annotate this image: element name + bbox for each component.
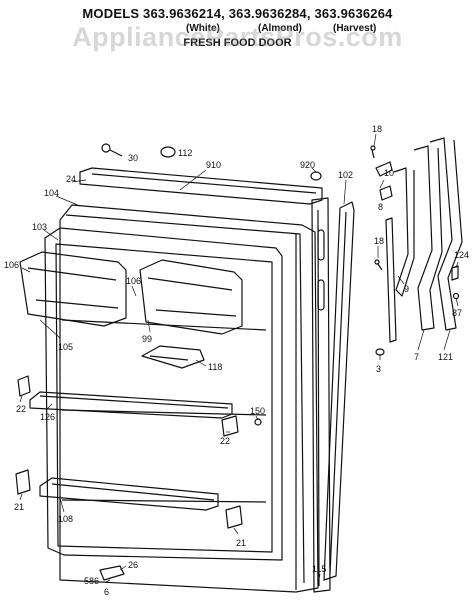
door-outer-panel <box>59 204 319 593</box>
variant-white: (White) <box>186 23 220 34</box>
callout-8: 8 <box>378 202 383 212</box>
callout-22-left: 22 <box>16 404 26 414</box>
variant-almond: (Almond) <box>258 23 302 34</box>
callout-586: 586 <box>84 576 99 586</box>
callout-26: 26 <box>128 560 138 570</box>
egg-tray-118 <box>141 345 205 369</box>
callout-108: 108 <box>58 514 73 524</box>
callout-21-right: 21 <box>236 538 246 548</box>
shelf-bar-126 <box>29 391 233 419</box>
callout-6: 6 <box>104 587 109 597</box>
screw-87 <box>452 292 460 300</box>
callout-106-left: 106 <box>4 260 19 270</box>
callout-labels: 30 112 910 920 18 10 24 104 102 8 103 18… <box>4 124 469 597</box>
plug-112 <box>160 146 176 158</box>
callout-102: 102 <box>338 170 353 180</box>
callout-105: 105 <box>58 342 73 352</box>
callout-124: 124 <box>454 250 469 260</box>
callout-126: 126 <box>40 412 55 422</box>
callout-106-mid: 106 <box>126 276 141 286</box>
shelf-end-caps <box>15 375 243 529</box>
hinge-assembly <box>375 161 397 343</box>
cover-26 <box>99 565 125 581</box>
callout-104: 104 <box>44 188 59 198</box>
dairy-door-right <box>139 259 243 335</box>
plug-920 <box>310 171 322 181</box>
clip-150 <box>254 418 262 426</box>
callout-3: 3 <box>376 364 381 374</box>
vertical-trim-115 <box>311 197 331 593</box>
callout-30: 30 <box>128 153 138 163</box>
variant-harvest: (Harvest) <box>333 23 377 34</box>
leader-lines <box>19 133 459 585</box>
callout-7: 7 <box>414 352 419 362</box>
callout-87: 87 <box>452 308 462 318</box>
screw-18-mid <box>374 259 383 271</box>
dairy-door-left <box>19 251 127 327</box>
callout-121: 121 <box>438 352 453 362</box>
callout-18-top: 18 <box>372 124 382 134</box>
callout-115: 115 <box>312 564 326 574</box>
top-gasket-strip <box>79 167 323 205</box>
diagram-title: MODELS 363.9636214, 363.9636284, 363.963… <box>82 6 393 21</box>
screw-30 <box>101 143 123 157</box>
clip-124 <box>451 265 459 281</box>
breaker-strip-102 <box>323 201 355 581</box>
handle-9 <box>393 167 415 297</box>
callout-18-mid: 18 <box>374 236 384 246</box>
callout-10: 10 <box>384 168 394 178</box>
callout-21-left: 21 <box>14 502 24 512</box>
callout-118: 118 <box>208 362 222 372</box>
diagram-subtitle: FRESH FOOD DOOR <box>183 37 292 49</box>
callout-150: 150 <box>250 406 265 416</box>
handle-121 <box>429 137 463 331</box>
callout-24: 24 <box>66 174 76 184</box>
callout-103: 103 <box>32 222 47 232</box>
screw-18-top <box>370 145 376 159</box>
callout-112: 112 <box>178 148 192 158</box>
callout-9: 9 <box>404 284 409 294</box>
callout-22-right: 22 <box>220 436 230 446</box>
callout-99: 99 <box>142 334 152 344</box>
shelf-bar-108 <box>39 477 219 511</box>
callout-920: 920 <box>300 160 315 170</box>
handle-7 <box>413 145 443 331</box>
callout-910: 910 <box>206 160 221 170</box>
